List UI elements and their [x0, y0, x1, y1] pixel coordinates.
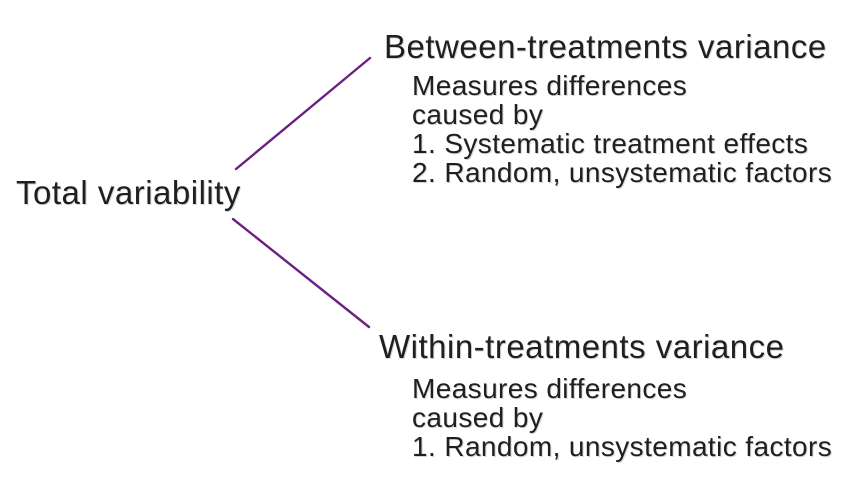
- connector-line-bottom: [231, 217, 371, 329]
- root-node-label: Total variability: [16, 174, 241, 211]
- branch-within-treatments-description: Measures differences caused by 1. Random…: [412, 374, 832, 461]
- connector-line-top: [234, 56, 372, 171]
- branch-between-treatments-description: Measures differences caused by 1. System…: [412, 71, 832, 187]
- description-line: caused by: [412, 99, 544, 130]
- description-line: 2. Random, unsystematic factors: [412, 157, 833, 188]
- branch-between-treatments-title: Between-treatments variance: [384, 28, 827, 65]
- description-line: Measures differences: [412, 70, 688, 101]
- description-line: caused by: [412, 402, 544, 433]
- description-line: 1. Random, unsystematic factors: [412, 431, 833, 462]
- description-line: Measures differences: [412, 373, 688, 404]
- description-line: 1. Systematic treatment effects: [412, 128, 809, 159]
- branch-within-treatments-title: Within-treatments variance: [379, 328, 785, 365]
